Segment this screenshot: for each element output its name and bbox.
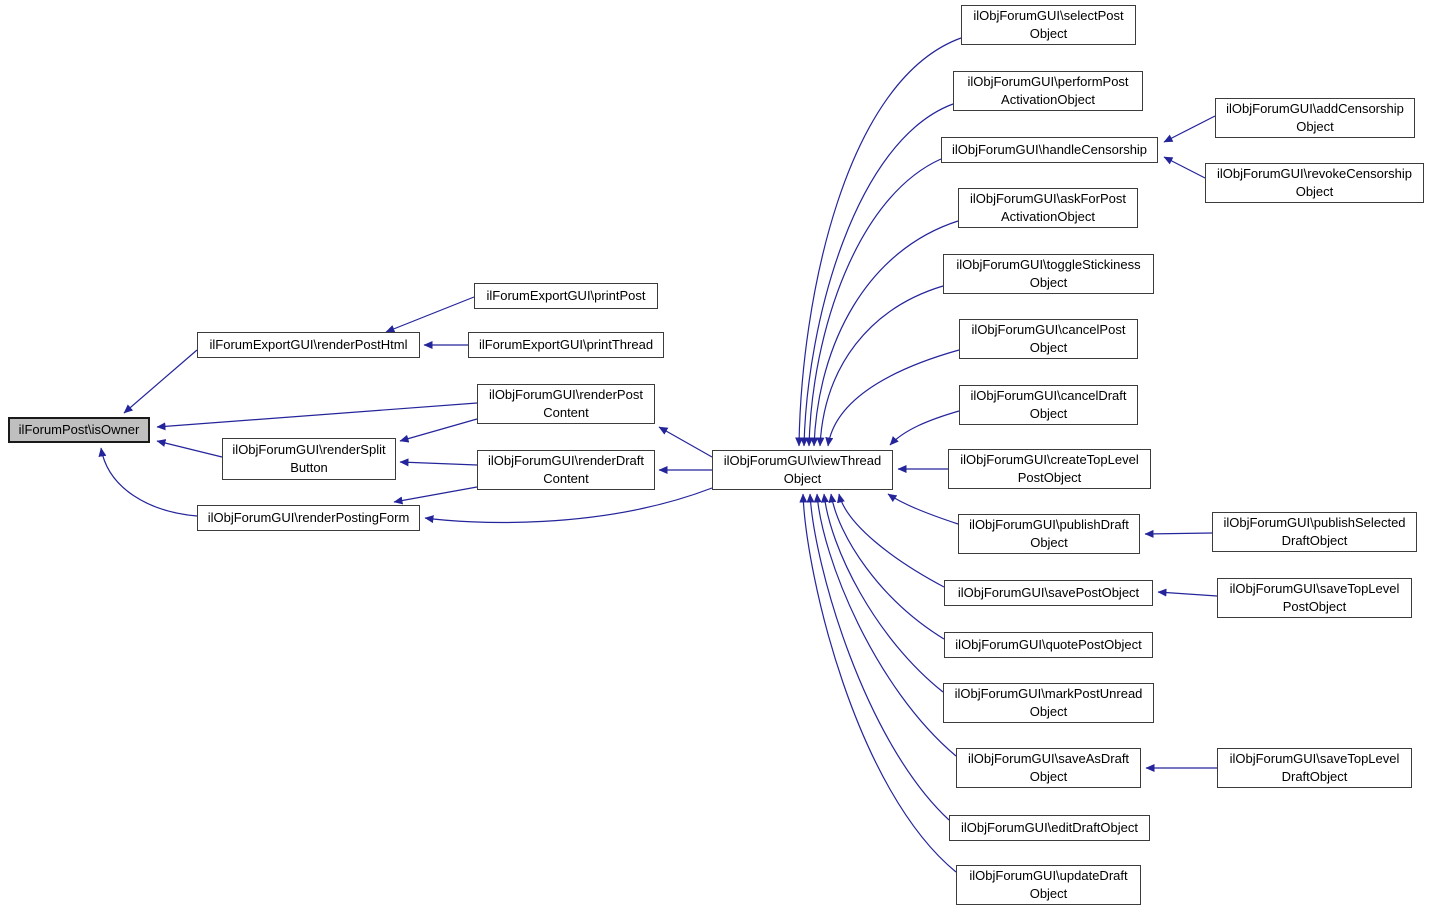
node-savePostObject[interactable]: ilObjForumGUI\savePostObject — [944, 580, 1153, 606]
edge-quotePostObject-viewThreadObject — [828, 493, 945, 640]
node-editDraftObject[interactable]: ilObjForumGUI\editDraftObject — [949, 815, 1150, 841]
edge-cancelDraftObject-viewThreadObject — [889, 410, 960, 446]
edge-publishSelectedDraftObject-publishDraftObject — [1144, 529, 1213, 538]
edge-toggleStickinessObject-viewThreadObject — [816, 285, 944, 447]
node-saveTopLevelPostObject[interactable]: ilObjForumGUI\saveTopLevel PostObject — [1217, 578, 1412, 618]
edge-renderPostHtml-isOwner — [123, 349, 198, 414]
edge-savePostObject-viewThreadObject — [837, 493, 945, 588]
node-renderPostHtml[interactable]: ilForumExportGUI\renderPostHtml — [197, 332, 420, 358]
node-printPost[interactable]: ilForumExportGUI\printPost — [474, 283, 658, 309]
node-renderPostContent[interactable]: ilObjForumGUI\renderPost Content — [477, 384, 655, 424]
edge-renderPostingForm-isOwner — [98, 447, 198, 517]
edge-handleCensorship-viewThreadObject — [805, 158, 942, 447]
node-saveAsDraftObject[interactable]: ilObjForumGUI\saveAsDraft Object — [956, 748, 1141, 788]
edge-updateDraftObject-viewThreadObject — [799, 493, 957, 873]
node-cancelPostObject[interactable]: ilObjForumGUI\cancelPost Object — [959, 319, 1138, 359]
node-renderSplitButton[interactable]: ilObjForumGUI\renderSplit Button — [222, 438, 396, 480]
node-quotePostObject[interactable]: ilObjForumGUI\quotePostObject — [944, 632, 1153, 658]
edge-addCensorshipObject-handleCensorship — [1163, 115, 1216, 143]
edge-saveTopLevelPostObject-savePostObject — [1157, 588, 1218, 597]
node-saveTopLevelDraftObject[interactable]: ilObjForumGUI\saveTopLevel DraftObject — [1217, 748, 1412, 788]
node-updateDraftObject[interactable]: ilObjForumGUI\updateDraft Object — [956, 865, 1141, 905]
edge-revokeCensorshipObject-handleCensorship — [1163, 156, 1206, 179]
edge-markPostUnreadObject-viewThreadObject — [820, 493, 944, 693]
node-renderDraftContent[interactable]: ilObjForumGUI\renderDraft Content — [477, 450, 655, 490]
node-renderPostingForm[interactable]: ilObjForumGUI\renderPostingForm — [197, 505, 420, 531]
node-printThread[interactable]: ilForumExportGUI\printThread — [468, 332, 664, 358]
edge-viewThreadObject-renderPostingForm — [424, 487, 713, 524]
edge-askForPostActivationObject-viewThreadObject — [810, 220, 959, 447]
edge-renderPostContent-isOwner — [156, 402, 478, 431]
edge-renderDraftContent-renderPostingForm — [393, 486, 478, 505]
node-toggleStickinessObject[interactable]: ilObjForumGUI\toggleStickiness Object — [943, 254, 1154, 294]
node-selectPostObject[interactable]: ilObjForumGUI\selectPost Object — [961, 5, 1136, 45]
node-cancelDraftObject[interactable]: ilObjForumGUI\cancelDraft Object — [959, 385, 1138, 425]
node-askForPostActivationObject[interactable]: ilObjForumGUI\askForPost ActivationObjec… — [958, 188, 1138, 228]
edge-cancelPostObject-viewThreadObject — [825, 349, 960, 447]
edge-selectPostObject-viewThreadObject — [795, 37, 962, 447]
node-performPostActivationObject[interactable]: ilObjForumGUI\performPost ActivationObje… — [953, 71, 1143, 111]
node-addCensorshipObject[interactable]: ilObjForumGUI\addCensorship Object — [1215, 98, 1415, 138]
edge-printPost-renderPostHtml — [385, 296, 475, 333]
node-createTopLevelPostObject[interactable]: ilObjForumGUI\createTopLevel PostObject — [948, 449, 1151, 489]
node-handleCensorship[interactable]: ilObjForumGUI\handleCensorship — [941, 137, 1158, 163]
node-viewThreadObject[interactable]: ilObjForumGUI\viewThread Object — [712, 450, 893, 490]
node-publishSelectedDraftObject[interactable]: ilObjForumGUI\publishSelected DraftObjec… — [1212, 512, 1417, 552]
edge-editDraftObject-viewThreadObject — [806, 493, 950, 821]
edge-renderPostContent-renderSplitButton — [399, 418, 478, 443]
node-publishDraftObject[interactable]: ilObjForumGUI\publishDraft Object — [958, 514, 1140, 554]
edge-viewThreadObject-renderPostContent — [658, 426, 713, 458]
edge-saveAsDraftObject-viewThreadObject — [813, 493, 957, 757]
edge-renderSplitButton-isOwner — [156, 439, 223, 458]
edge-renderDraftContent-renderSplitButton — [399, 458, 478, 467]
edge-publishDraftObject-viewThreadObject — [887, 493, 959, 525]
node-revokeCensorshipObject[interactable]: ilObjForumGUI\revokeCensorship Object — [1205, 163, 1424, 203]
node-isOwner: ilForumPost\isOwner — [8, 417, 150, 443]
edge-performPostActivationObject-viewThreadObject — [800, 103, 954, 447]
node-markPostUnreadObject[interactable]: ilObjForumGUI\markPostUnread Object — [943, 683, 1154, 723]
